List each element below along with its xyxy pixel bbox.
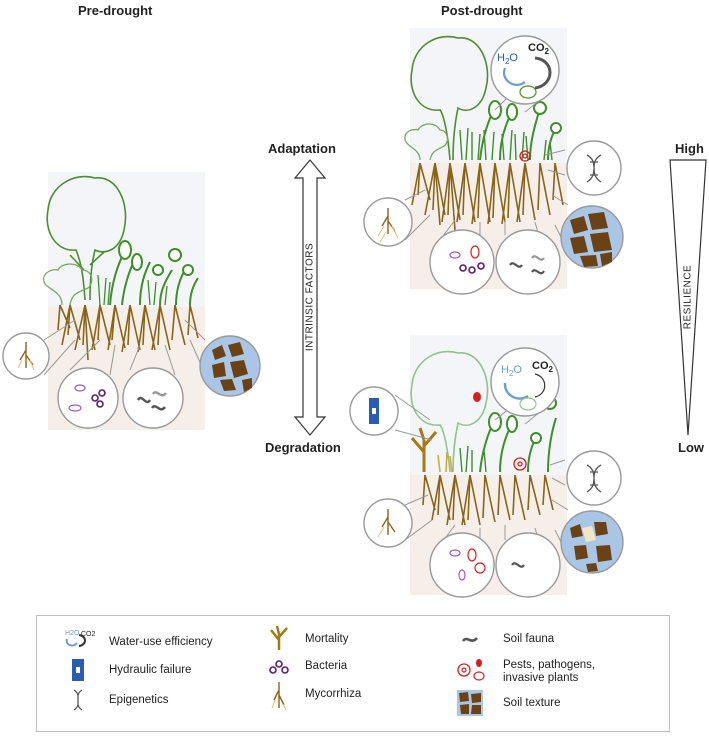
pre-grass	[97, 274, 168, 306]
pre-drought-panel	[2, 172, 261, 430]
pre-tall-tree	[46, 175, 127, 301]
legend-mortality-icon	[270, 625, 288, 650]
pre-herbs	[109, 240, 199, 306]
legend-epigenetics-label: Epigenetics	[109, 694, 169, 706]
post-high-soil-texture-callout	[551, 194, 624, 269]
post-adaptation-panel	[363, 28, 624, 295]
legend-pests-icon	[457, 659, 485, 681]
post-high-roots	[411, 162, 564, 231]
post-high-epigenetics-callout	[544, 140, 622, 196]
post-low-mycorrhiza-callout	[363, 494, 433, 548]
post-high-shrub	[404, 123, 449, 161]
legend-soil-texture-icon	[457, 690, 483, 716]
post-high-mycorrhiza-callout	[363, 189, 431, 247]
resilience-wedge	[669, 159, 707, 436]
post-low-faded-tree	[410, 350, 489, 473]
legend-fauna-label: Soil fauna	[503, 633, 555, 645]
post-low-pest-beetle	[473, 392, 481, 402]
legend-box: H2O CO2 Water-use efficiency Hydraulic f…	[36, 615, 670, 732]
legend-soil-texture-label: Soil texture	[503, 697, 561, 709]
legend-pests-label: Pests, pathogens, invasive plants	[503, 659, 596, 684]
post-low-co2-label: CO2	[532, 360, 553, 375]
svg-text:H2O: H2O	[65, 630, 80, 637]
post-high-wue-callout	[490, 35, 560, 113]
legend-hydraulic-icon	[72, 659, 84, 681]
post-low-bacteria-callout	[429, 524, 495, 598]
legend-mortality-label: Mortality	[305, 633, 349, 645]
intrinsic-factors-arrow	[293, 159, 327, 436]
post-low-pest-flower	[513, 457, 527, 471]
pre-shrub	[43, 263, 93, 306]
post-low-dead-tree	[410, 427, 438, 472]
post-low-soil-texture-callout	[551, 499, 624, 574]
legend-wue-label: Water-use efficiency	[109, 636, 213, 648]
post-low-dry-grass	[437, 451, 453, 473]
post-high-bacteria-callout	[429, 219, 495, 295]
legend-bacteria-label: Bacteria	[305, 660, 348, 672]
legend-mycorrhiza-label: Mycorrhiza	[305, 688, 362, 700]
post-high-grass	[459, 127, 553, 161]
resilience-high-label: High	[675, 141, 704, 156]
pre-bacteria-callout	[57, 339, 119, 429]
post-low-hydraulic-callout	[349, 386, 433, 441]
pre-mycorrhiza-callout	[2, 319, 76, 380]
legend-epigenetics-icon	[73, 689, 83, 711]
post-high-fauna-callout	[495, 220, 561, 295]
legend-hydraulic-label: Hydraulic failure	[109, 664, 192, 676]
post-degradation-panel	[349, 335, 624, 598]
post-drought-header: Post-drought	[441, 3, 523, 18]
post-low-wue-callout	[490, 347, 560, 425]
degradation-label: Degradation	[265, 440, 341, 455]
pre-fauna-callout	[122, 344, 184, 429]
post-high-pest	[519, 150, 531, 162]
legend-bacteria-icon	[269, 660, 289, 674]
post-low-h2o-label: H2O	[501, 364, 522, 379]
legend-mycorrhiza-icon	[271, 682, 287, 711]
post-low-fauna-callout	[495, 525, 561, 598]
post-low-epigenetics-callout	[549, 450, 622, 506]
post-low-grass	[459, 445, 487, 473]
post-high-tall-tree	[410, 35, 489, 161]
post-high-co2-label: CO2	[528, 42, 549, 57]
svg-text:CO2: CO2	[81, 631, 96, 638]
pre-roots	[57, 304, 199, 361]
pre-drought-header: Pre-drought	[78, 3, 153, 18]
adaptation-label: Adaptation	[268, 141, 336, 156]
pre-soil-texture-callout	[184, 319, 261, 397]
post-high-h2o-label: H2O	[497, 52, 518, 67]
post-low-roots	[422, 474, 554, 526]
resilience-low-label: Low	[678, 440, 704, 455]
legend-wue-icon: H2O CO2	[65, 630, 96, 647]
legend-fauna-icon	[461, 637, 478, 642]
